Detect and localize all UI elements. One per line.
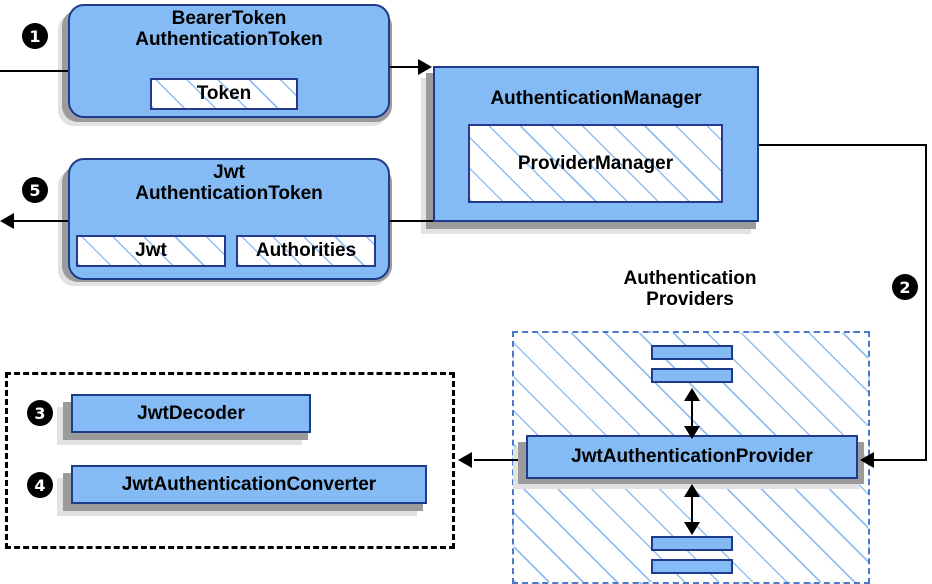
node-jwt-decoder[interactable]: JwtDecoder bbox=[71, 394, 311, 433]
step-badge-1: 1 bbox=[22, 23, 48, 49]
arrow-provider-to-tools bbox=[458, 452, 472, 468]
connector-response-out bbox=[6, 220, 70, 222]
provider-sibling-bar-bottom-1 bbox=[651, 536, 733, 551]
bearer-token-title-line1: BearerToken bbox=[171, 8, 287, 29]
subbox-provider-manager-label: ProviderManager bbox=[517, 152, 674, 174]
subbox-jwt-label: Jwt bbox=[135, 240, 167, 261]
container-jwt-tools bbox=[5, 372, 455, 549]
subbox-token-label: Token bbox=[196, 83, 252, 104]
connector-down-to-provider bbox=[874, 459, 927, 461]
step-badge-2: 2 bbox=[892, 274, 918, 300]
bearer-token-title: BearerToken AuthenticationToken bbox=[68, 8, 390, 51]
subbox-authorities-label: Authorities bbox=[255, 240, 357, 261]
connector-bearer-to-manager bbox=[390, 66, 422, 68]
connector-provider-bottom bbox=[691, 488, 693, 528]
connector-manager-to-jwt-token bbox=[390, 220, 437, 222]
jwt-provider-label: JwtAuthenticationProvider bbox=[571, 446, 813, 467]
subbox-jwt[interactable]: Jwt bbox=[76, 235, 226, 267]
arrow-provider-bottom-down bbox=[684, 522, 700, 535]
arrow-bearer-to-manager bbox=[418, 59, 432, 75]
authentication-providers-caption: Authentication Providers bbox=[530, 268, 850, 311]
connector-provider-to-tools bbox=[474, 459, 518, 461]
subbox-authorities[interactable]: Authorities bbox=[236, 235, 376, 267]
arrow-response-out bbox=[0, 213, 14, 229]
providers-caption-line1: Authentication bbox=[623, 268, 757, 289]
arrow-into-provider bbox=[860, 452, 874, 468]
step-badge-5: 5 bbox=[22, 177, 48, 203]
authentication-manager-title: AuthenticationManager bbox=[490, 88, 702, 109]
connector-provider-top bbox=[691, 392, 693, 432]
connector-right-down bbox=[925, 144, 927, 460]
provider-sibling-bar-top-2 bbox=[651, 368, 733, 383]
subbox-token[interactable]: Token bbox=[150, 78, 298, 110]
connector-request-in bbox=[0, 70, 68, 72]
providers-caption-line2: Providers bbox=[646, 289, 734, 311]
jwt-token-title-line2: AuthenticationToken bbox=[135, 183, 323, 205]
node-jwt-authentication-converter[interactable]: JwtAuthenticationConverter bbox=[71, 465, 427, 504]
node-jwt-authentication-token[interactable] bbox=[68, 158, 390, 280]
connector-manager-right bbox=[759, 144, 927, 146]
bearer-token-title-line2: AuthenticationToken bbox=[135, 29, 323, 51]
node-jwt-authentication-provider[interactable]: JwtAuthenticationProvider bbox=[526, 435, 858, 479]
step-badge-4: 4 bbox=[27, 472, 53, 498]
arrow-provider-top-up bbox=[684, 388, 700, 401]
subbox-provider-manager[interactable]: ProviderManager bbox=[468, 124, 723, 203]
jwt-token-title-line1: Jwt bbox=[213, 162, 245, 183]
arrow-provider-bottom-up bbox=[684, 484, 700, 497]
arrow-provider-top-down bbox=[684, 426, 700, 439]
jwt-token-title: Jwt AuthenticationToken bbox=[68, 162, 390, 205]
jwt-decoder-label: JwtDecoder bbox=[137, 402, 245, 424]
provider-sibling-bar-top-1 bbox=[651, 345, 733, 360]
provider-sibling-bar-bottom-2 bbox=[651, 559, 733, 574]
step-badge-3: 3 bbox=[27, 400, 53, 426]
jwt-converter-label: JwtAuthenticationConverter bbox=[121, 473, 377, 495]
